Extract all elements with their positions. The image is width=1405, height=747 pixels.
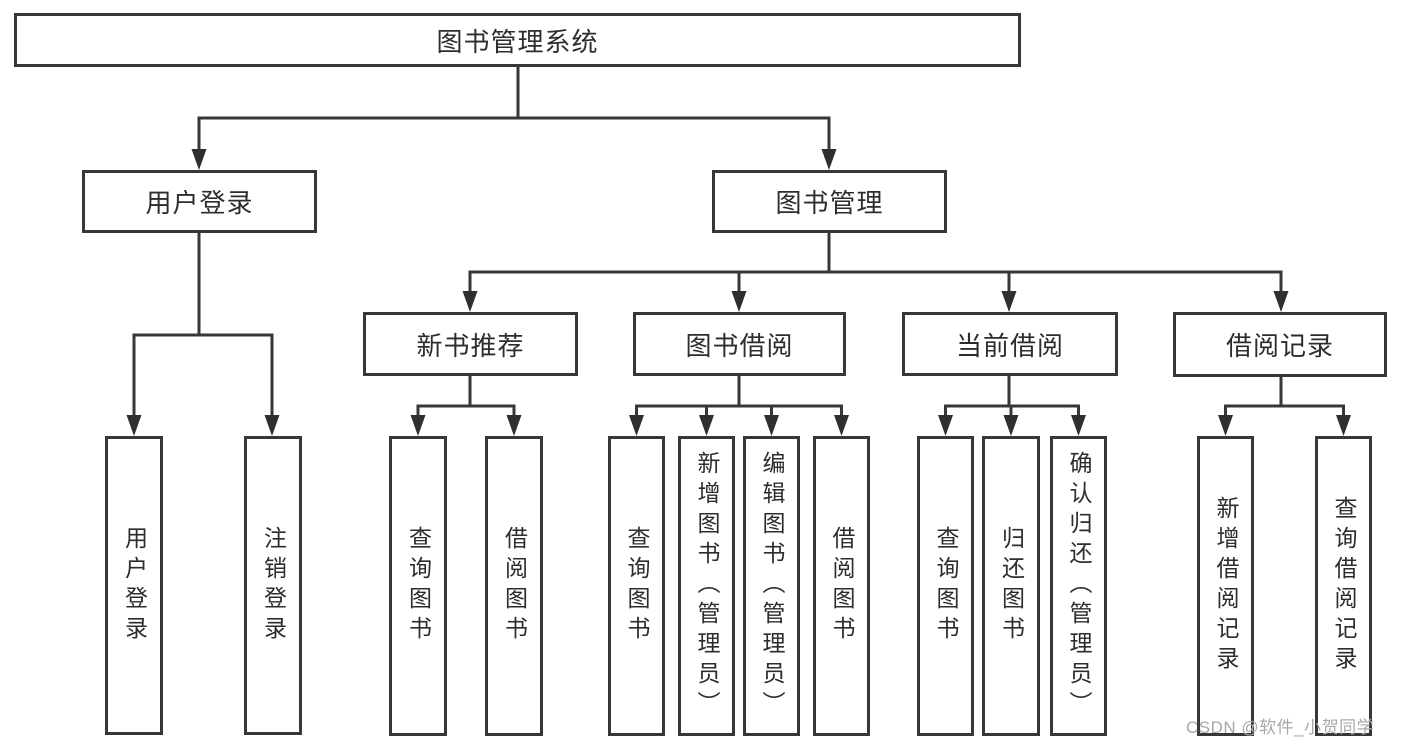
node-borrow-records: 借阅记录: [1173, 312, 1387, 377]
leaf-query-books-borrowing: 查询图书: [608, 436, 665, 736]
leaf-add-borrow-record: 新增借阅记录: [1197, 436, 1254, 736]
leaf-confirm-return-admin: 确认归还（管理员）: [1050, 436, 1107, 736]
node-library-system-root: 图书管理系统: [14, 13, 1021, 67]
leaf-borrow-books-recommend: 借阅图书: [485, 436, 543, 736]
csdn-watermark: CSDN @软件_小贺同学: [1186, 718, 1375, 737]
leaf-add-book-admin: 新增图书（管理员）: [678, 436, 735, 736]
leaf-query-borrow-record: 查询借阅记录: [1315, 436, 1372, 736]
leaf-query-books-recommend: 查询图书: [389, 436, 447, 736]
arrowheads: [126, 149, 1351, 436]
leaf-logout: 注销登录: [244, 436, 302, 735]
node-book-borrowing: 图书借阅: [633, 312, 846, 376]
node-current-borrowing: 当前借阅: [902, 312, 1118, 376]
leaf-query-books-current: 查询图书: [917, 436, 974, 736]
leaf-edit-book-admin: 编辑图书（管理员）: [743, 436, 800, 736]
node-new-book-recommend: 新书推荐: [363, 312, 578, 376]
leaf-borrow-books-borrowing: 借阅图书: [813, 436, 870, 736]
node-book-management-branch: 图书管理: [712, 170, 947, 233]
leaf-return-books: 归还图书: [982, 436, 1040, 736]
leaf-user-login: 用户登录: [105, 436, 163, 735]
node-user-login-branch: 用户登录: [82, 170, 317, 233]
